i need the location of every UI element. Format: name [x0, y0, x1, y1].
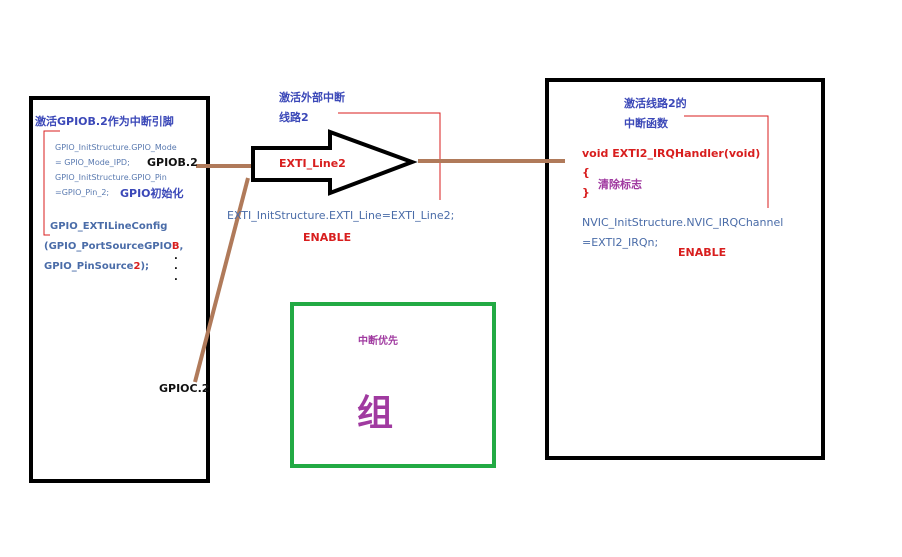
handler-header-line-1: 激活线路2的 [624, 97, 687, 110]
exti-enable: ENABLE [303, 231, 352, 244]
handler-brace-open: { [582, 166, 590, 179]
ellipsis-dot-3: . [174, 272, 178, 283]
exti-arrow [251, 129, 418, 196]
nvic-enable: ENABLE [678, 246, 727, 259]
exti-config-line-1: GPIO_EXTILineConfig [50, 221, 168, 232]
exti-header-line-1: 激活外部中断 [279, 91, 345, 104]
handler-function: void EXTI2_IRQHandler(void) [582, 147, 761, 160]
priority-box [290, 302, 496, 468]
handler-header-line-2: 中断函数 [624, 117, 668, 130]
priority-group-glyph: 组 [357, 393, 394, 434]
init-bracket [43, 130, 60, 236]
cfg-pin-source: GPIO_PinSource [44, 261, 134, 272]
init-line-2: = GPIO_Mode_IPD; [55, 158, 130, 167]
priority-title: 中断优先 [358, 336, 398, 347]
init-line-1: GPIO_InitStructure.GPIO_Mode [55, 143, 177, 152]
gpio-box [29, 96, 210, 483]
handler-box [545, 78, 825, 460]
cfg-comma: , [179, 241, 184, 252]
gpio-box-title: 激活GPIOB.2作为中断引脚 [35, 115, 174, 128]
exti-arrow-label: EXTI_Line2 [279, 157, 346, 170]
handler-brace-close: } [582, 186, 590, 199]
cfg-pin-number: 2 [133, 261, 141, 272]
handler-clear-flag: 清除标志 [598, 178, 642, 191]
cfg-close: ); [140, 261, 150, 272]
handler-bracket [684, 115, 769, 208]
cfg-port-letter: B [171, 241, 180, 252]
exti-config-line-2: (GPIO_PortSourceGPIOB, [44, 241, 183, 252]
init-label: GPIO初始化 [120, 187, 184, 200]
init-line-4: =GPIO_Pin_2; [55, 188, 110, 197]
exti-header-line-2: 线路2 [279, 111, 309, 124]
ellipsis-dots: .. [174, 251, 178, 272]
wire-gpioc [193, 177, 250, 383]
init-line-3: GPIO_InitStructure.GPIO_Pin [55, 173, 167, 182]
exti-line-code: EXTI_InitStructure.EXTI_Line=EXTI_Line2; [227, 209, 455, 222]
gpioc-label: GPIOC.2 [159, 382, 210, 395]
gpiob-label: GPIOB.2 [147, 156, 198, 169]
exti-bracket [338, 112, 441, 200]
nvic-line-1: NVIC_InitStructure.NVIC_IRQChannel [582, 216, 784, 229]
nvic-line-2: =EXTI2_IRQn; [582, 236, 659, 249]
cfg-port-source: (GPIO_PortSourceGPIO [44, 241, 172, 252]
exti-config-line-3: GPIO_PinSource2); [44, 261, 149, 272]
